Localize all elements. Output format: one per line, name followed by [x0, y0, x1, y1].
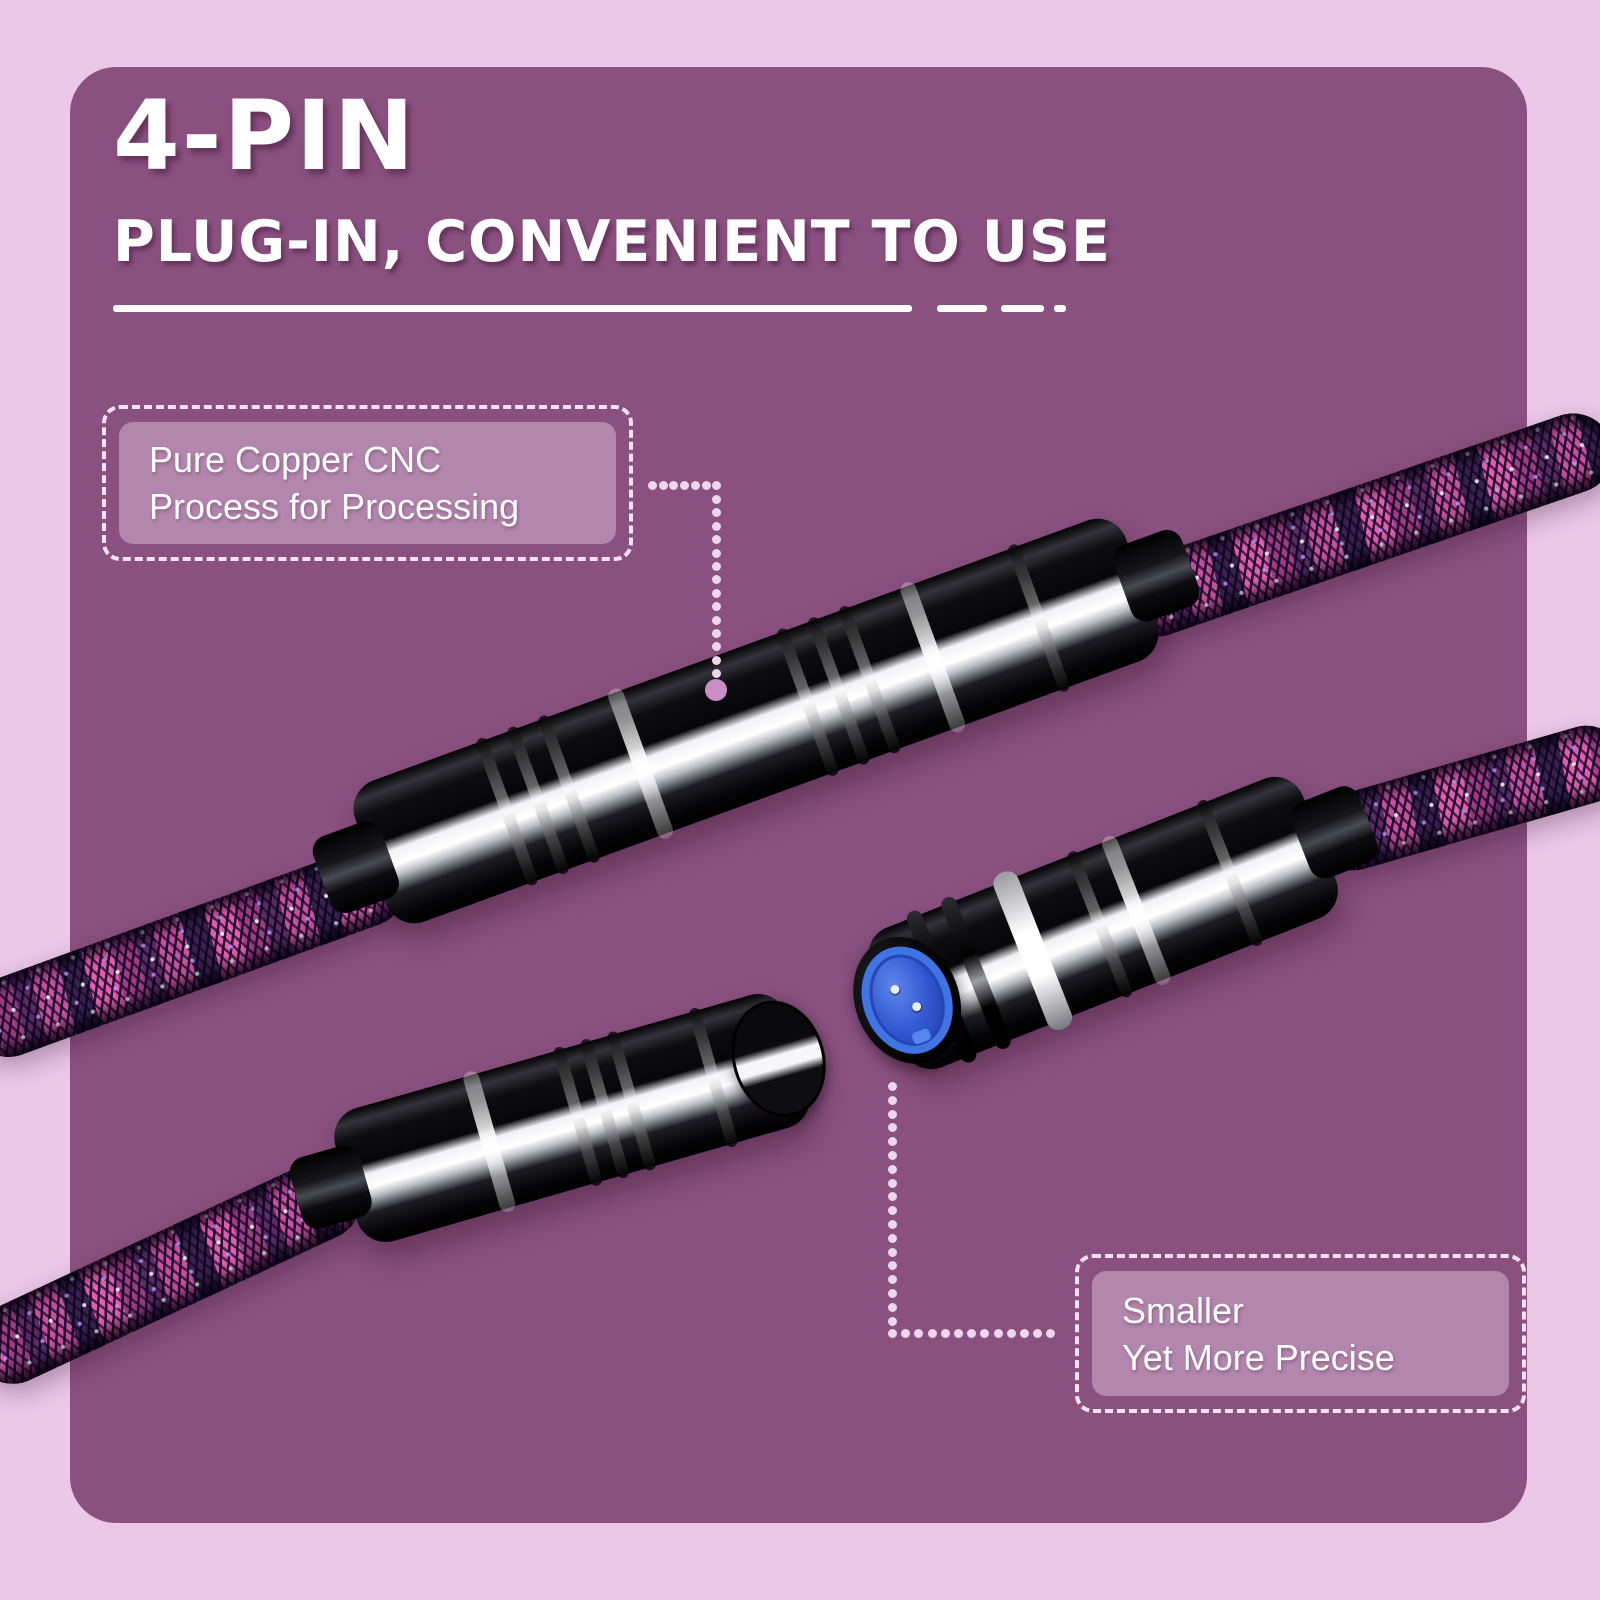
- underline-dash: [937, 304, 987, 312]
- leader-dot: [927, 1329, 937, 1338]
- leader-dot: [669, 481, 679, 490]
- leader-dot: [712, 508, 721, 518]
- leader-dot: [888, 1095, 897, 1105]
- leader-dot: [658, 481, 668, 490]
- leader-dot: [888, 1178, 897, 1188]
- underline-dash: [1001, 304, 1044, 312]
- leader-dot: [1006, 1329, 1016, 1338]
- leader-dot: [888, 1109, 897, 1119]
- leader-dot: [680, 481, 690, 490]
- page-title: 4-PIN: [113, 80, 417, 192]
- leader-dot: [712, 575, 721, 585]
- o-ring: [461, 1069, 518, 1215]
- leader-dot: [888, 1206, 897, 1216]
- callout-fill: Pure Copper CNC Process for Processing: [119, 422, 616, 544]
- leader-dot: [712, 629, 721, 638]
- leader-dot: [1020, 1329, 1029, 1338]
- leader-dot: [888, 1329, 897, 1338]
- leader-dot: [888, 1316, 897, 1326]
- leader-dot: [980, 1329, 990, 1338]
- leader-dot: [901, 1329, 911, 1338]
- leader-dot: [888, 1247, 897, 1257]
- leader-dot: [993, 1329, 1003, 1338]
- leader-dot: [648, 481, 657, 490]
- callout-text-line: Process for Processing: [149, 486, 520, 527]
- leader-dot: [712, 602, 721, 612]
- callout-pure-copper: Pure Copper CNC Process for Processing: [102, 405, 633, 561]
- leader-dot: [940, 1329, 950, 1338]
- leader-dot: [712, 642, 721, 652]
- callout-text-line: Smaller: [1122, 1289, 1245, 1331]
- groove-ring: [1006, 542, 1072, 694]
- groove-ring: [775, 626, 841, 778]
- header: 4-PIN PLUG-IN, CONVENIENT TO USE: [113, 86, 1111, 312]
- leader-dot: [888, 1289, 897, 1298]
- leader-dot: [888, 1123, 897, 1133]
- leader-dot: [888, 1233, 897, 1243]
- page-subtitle: PLUG-IN, CONVENIENT TO USE: [113, 208, 1111, 275]
- leader-dot: [914, 1329, 924, 1338]
- chrome-ring: [990, 867, 1076, 1034]
- leader-dot: [888, 1220, 897, 1229]
- leader-dot: [690, 481, 700, 490]
- underline-bar: [113, 304, 912, 312]
- leader-dot: [701, 481, 711, 490]
- connector-pin: [910, 1000, 923, 1013]
- leader-dot: [712, 548, 721, 558]
- groove-ring: [687, 1006, 739, 1149]
- o-ring: [898, 579, 968, 735]
- leader-dot: [712, 615, 721, 625]
- leader-dot: [712, 588, 721, 598]
- connector-pin: [889, 983, 901, 996]
- leader-dot: [888, 1302, 897, 1312]
- leader-dot: [888, 1137, 897, 1147]
- groove-ring: [1195, 798, 1264, 948]
- leader-end-dot: [705, 679, 727, 701]
- callout-smaller-precise: Smaller Yet More Precise: [1075, 1254, 1526, 1413]
- leader-dot: [1033, 1329, 1043, 1338]
- keying-notch: [910, 1027, 933, 1046]
- leader-dot: [712, 495, 721, 504]
- leader-dot: [712, 521, 721, 531]
- leader-dot: [1046, 1329, 1056, 1338]
- leader-dot: [712, 481, 722, 490]
- underline-dot: [1054, 304, 1066, 312]
- leader-dot: [712, 669, 721, 679]
- leader-dot: [712, 562, 721, 571]
- groove-ring: [475, 736, 540, 887]
- leader-dot: [888, 1082, 897, 1091]
- callout-text-line: Yet More Precise: [1122, 1336, 1395, 1378]
- leader-dot: [888, 1151, 897, 1160]
- leader-dot: [888, 1164, 897, 1174]
- title-underline: [113, 304, 1111, 312]
- leader-dot: [888, 1275, 897, 1285]
- leader-dot: [712, 535, 721, 545]
- callout-text-line: Pure Copper CNC: [149, 439, 442, 480]
- leader-dot: [712, 655, 721, 665]
- leader-dot: [888, 1192, 897, 1202]
- leader-dot: [888, 1261, 897, 1271]
- leader-dot: [954, 1329, 963, 1338]
- leader-dot: [967, 1329, 977, 1338]
- o-ring: [605, 685, 675, 841]
- callout-fill: Smaller Yet More Precise: [1092, 1271, 1509, 1396]
